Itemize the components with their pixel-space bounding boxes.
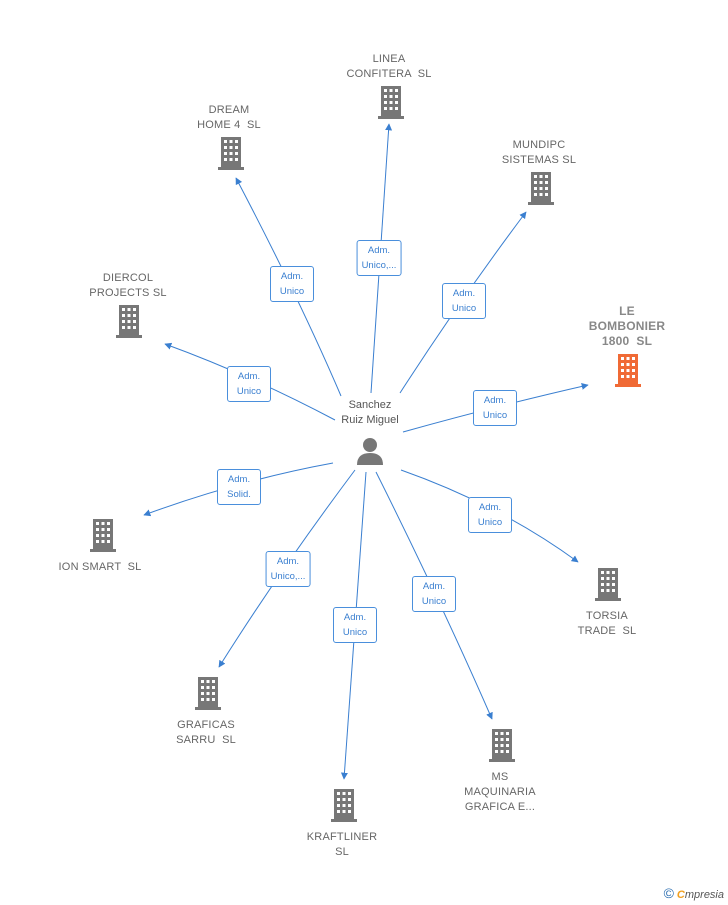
building-icon[interactable]: [528, 172, 554, 205]
brand-logo: Cmpresia: [676, 889, 724, 901]
building-icon[interactable]: [116, 305, 142, 338]
company-label-diercol[interactable]: DIERCOL PROJECTS SL: [89, 272, 167, 299]
company-label-ionsmart[interactable]: ION SMART SL: [58, 561, 142, 573]
footer-brand[interactable]: ©Cmpresia: [664, 885, 724, 901]
role-badge-linea: Adm. Unico,...: [356, 240, 402, 276]
company-label-ms[interactable]: MS MAQUINARIA GRAFICA E...: [464, 771, 536, 813]
company-label-dream[interactable]: DREAM HOME 4 SL: [197, 104, 261, 131]
company-label-kraftliner[interactable]: KRAFTLINER SL: [306, 831, 378, 858]
role-badge-mundipc: Adm. Unico: [442, 283, 486, 319]
role-badge-ionsmart: Adm. Solid.: [217, 469, 261, 505]
building-icon[interactable]: [331, 789, 357, 822]
building-icon[interactable]: [378, 86, 404, 119]
role-badge-diercol: Adm. Unico: [227, 366, 271, 402]
role-badge-bombonier: Adm. Unico: [473, 390, 517, 426]
company-label-torsia[interactable]: TORSIA TRADE SL: [577, 610, 637, 637]
role-badge-torsia: Adm. Unico: [468, 497, 512, 533]
building-icon[interactable]: [90, 519, 116, 552]
building-icon[interactable]: [595, 568, 621, 601]
building-icon[interactable]: [195, 677, 221, 710]
role-badge-ms: Adm. Unico: [412, 576, 456, 612]
person-icon[interactable]: [357, 438, 383, 465]
role-badge-kraftliner: Adm. Unico: [333, 607, 377, 643]
company-label-linea[interactable]: LINEA CONFITERA SL: [346, 53, 432, 80]
role-badge-graficas: Adm. Unico,...: [265, 551, 311, 587]
company-label-graficas[interactable]: GRAFICAS SARRU SL: [176, 719, 236, 746]
building-icon[interactable]: [218, 137, 244, 170]
person-label[interactable]: Sanchez Ruiz Miguel: [341, 399, 399, 426]
building-icon[interactable]: [615, 354, 641, 387]
copyright-icon: ©: [663, 885, 674, 901]
role-badge-dream: Adm. Unico: [270, 266, 314, 302]
company-label-mundipc[interactable]: MUNDIPC SISTEMAS SL: [501, 139, 577, 166]
company-label-bombonier[interactable]: LE BOMBONIER 1800 SL: [588, 304, 666, 348]
building-icon[interactable]: [489, 729, 515, 762]
